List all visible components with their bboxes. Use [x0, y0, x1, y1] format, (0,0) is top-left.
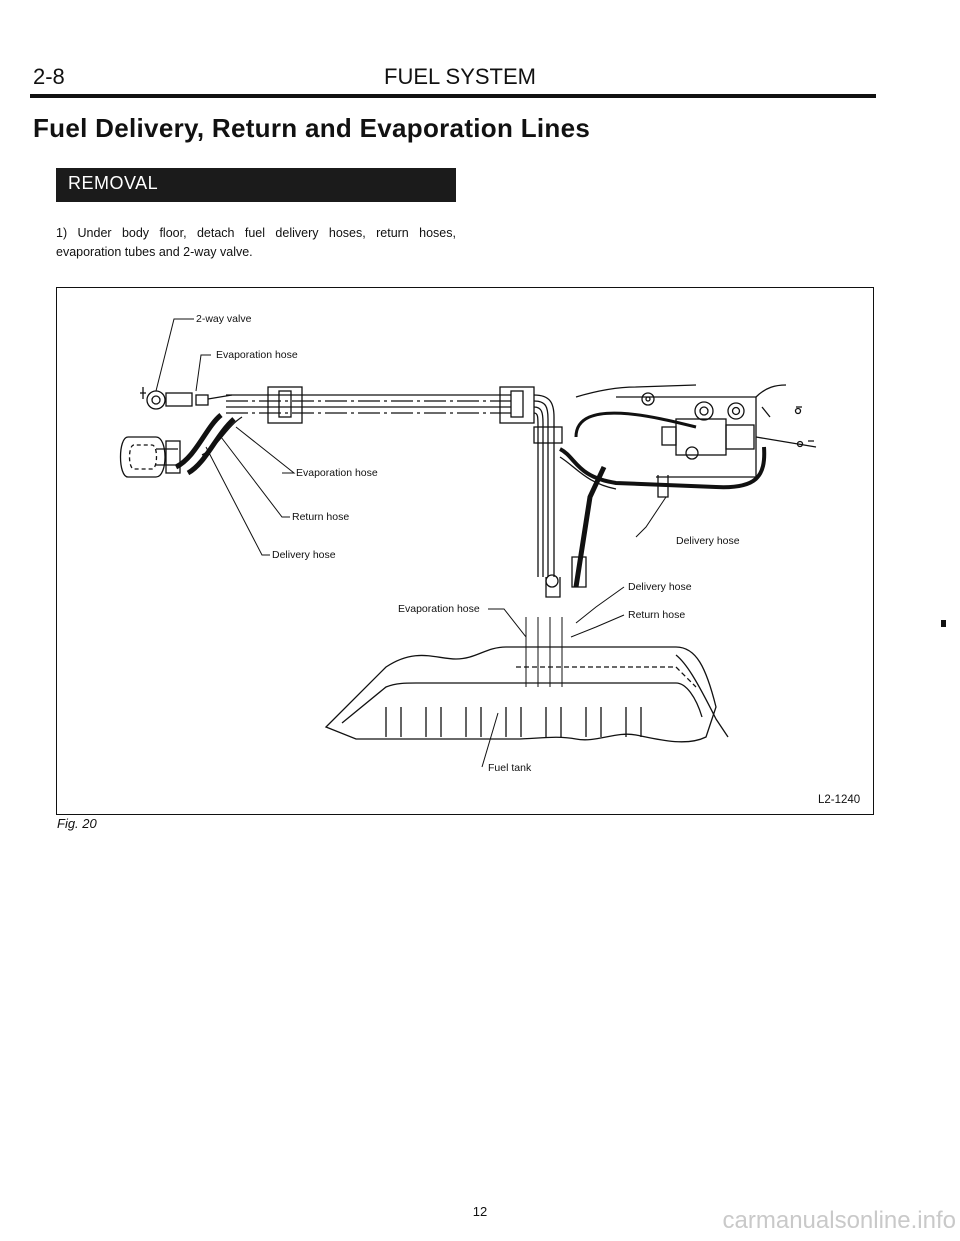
label-delivery-hose-left: Delivery hose	[272, 549, 336, 561]
figure-code: L2-1240	[818, 794, 861, 806]
fuel-line-diagram: 2-way valve Evaporation hose Evaporation…	[119, 313, 817, 774]
two-way-valve-drawing	[140, 387, 233, 410]
page-number: 12	[472, 1204, 488, 1219]
margin-mark	[941, 620, 946, 627]
fuel-pump-filter-drawing	[575, 384, 817, 478]
header-rule	[30, 94, 876, 98]
figure-frame	[56, 287, 874, 815]
chapter-title: FUEL SYSTEM	[384, 64, 536, 89]
step-1-text: 1) Under body floor, detach fuel deliver…	[56, 226, 456, 259]
removal-heading-bar: REMOVAL	[56, 168, 456, 202]
main-tube-run	[226, 386, 535, 424]
label-two-way-valve: 2-way valve	[196, 313, 252, 325]
section-number: 2-8	[33, 64, 65, 89]
label-delivery-hose-right: Delivery hose	[676, 535, 740, 547]
label-evaporation-hose-top: Evaporation hose	[216, 349, 298, 361]
label-delivery-hose-center: Delivery hose	[628, 581, 692, 593]
label-evaporation-hose-mid: Evaporation hose	[296, 467, 378, 479]
label-fuel-tank: Fuel tank	[488, 762, 532, 774]
label-evaporation-hose-center: Evaporation hose	[398, 603, 480, 615]
label-return-hose-center: Return hose	[628, 609, 685, 621]
fuel-tank-drawing	[324, 617, 729, 743]
page-title: Fuel Delivery, Return and Evaporation Li…	[33, 113, 591, 143]
label-return-hose-left: Return hose	[292, 511, 349, 523]
watermark: carmanualsonline.info	[722, 1207, 956, 1234]
removal-heading: REMOVAL	[68, 173, 159, 193]
figure-caption: Fig. 20	[57, 816, 97, 831]
hose-coupler-drawing	[119, 436, 181, 478]
